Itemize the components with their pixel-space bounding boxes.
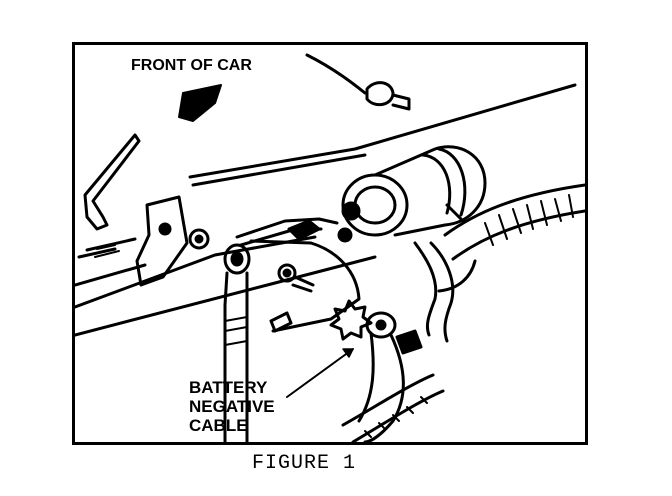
bracket-washer-center: [194, 234, 204, 244]
figure-frame: FRONT OF CAR BATTERY NEGATIVE CABLE: [72, 42, 588, 445]
battery-negative-cable-label: BATTERY NEGATIVE CABLE: [189, 378, 275, 435]
negative-bolt: [395, 329, 423, 355]
drive-housing: [249, 239, 361, 333]
cable-leader-line: [286, 348, 354, 398]
star-washer: [329, 299, 373, 341]
starter-body-top: [373, 145, 487, 237]
cable-label-line-3: CABLE: [189, 416, 248, 435]
cable-leader-arrow: [342, 348, 354, 358]
cable-label-line-2: NEGATIVE: [189, 397, 275, 416]
starter-end-cap-inner: [353, 185, 397, 225]
drive-stud: [291, 275, 315, 293]
bracket-washer: [188, 228, 210, 250]
engine-illustration: [75, 53, 585, 442]
negative-terminal-hole: [375, 319, 387, 331]
figure-caption: FIGURE 1: [252, 452, 357, 475]
harness-loop: [413, 241, 438, 337]
drive-lower-stud: [269, 311, 293, 333]
bracket-hole: [158, 222, 172, 236]
harness-tube-top: [443, 183, 585, 237]
starter-cable-sleeve: [287, 219, 321, 241]
vertical-cable-wrap: [224, 316, 248, 346]
lower-hose-ribs: [364, 396, 428, 438]
lower-left-line: [75, 263, 147, 287]
mount-bracket: [135, 195, 189, 287]
top-cable-curve: [305, 53, 367, 95]
vertical-cable-eye-inner: [230, 251, 244, 267]
frame-rail-inner: [77, 237, 137, 259]
front-arrow-icon: [178, 84, 222, 122]
upper-body-line: [188, 83, 577, 179]
front-of-car-label: FRONT OF CAR: [131, 57, 252, 74]
solenoid-stud: [341, 201, 361, 221]
top-stud-bolt: [391, 93, 411, 111]
drive-bolt-center: [282, 268, 292, 278]
harness-tube-bottom: [451, 209, 585, 261]
upper-body-line-2: [191, 153, 367, 187]
frame-rail-bottom: [75, 255, 377, 337]
solenoid-stud-2: [337, 227, 353, 243]
harness-loop-3: [437, 259, 477, 293]
lower-hose-bottom: [351, 389, 445, 442]
left-rod: [83, 133, 141, 231]
starter-body-band-2: [437, 147, 467, 217]
harness-ribs: [484, 194, 574, 246]
lower-hose-top: [341, 373, 435, 427]
vertical-cable-eye: [223, 243, 251, 275]
starter-cable: [235, 217, 339, 239]
cable-label-line-1: BATTERY: [189, 378, 268, 397]
negative-terminal-lug: [365, 311, 397, 339]
drive-bolt: [277, 263, 297, 283]
top-stud-bracket: [365, 81, 395, 107]
vertical-cable-neck: [223, 271, 249, 307]
harness-loop-2: [429, 241, 455, 343]
lower-left-mark: [94, 244, 120, 258]
starter-mount-post: [445, 203, 465, 223]
negative-cable-run: [363, 333, 405, 442]
